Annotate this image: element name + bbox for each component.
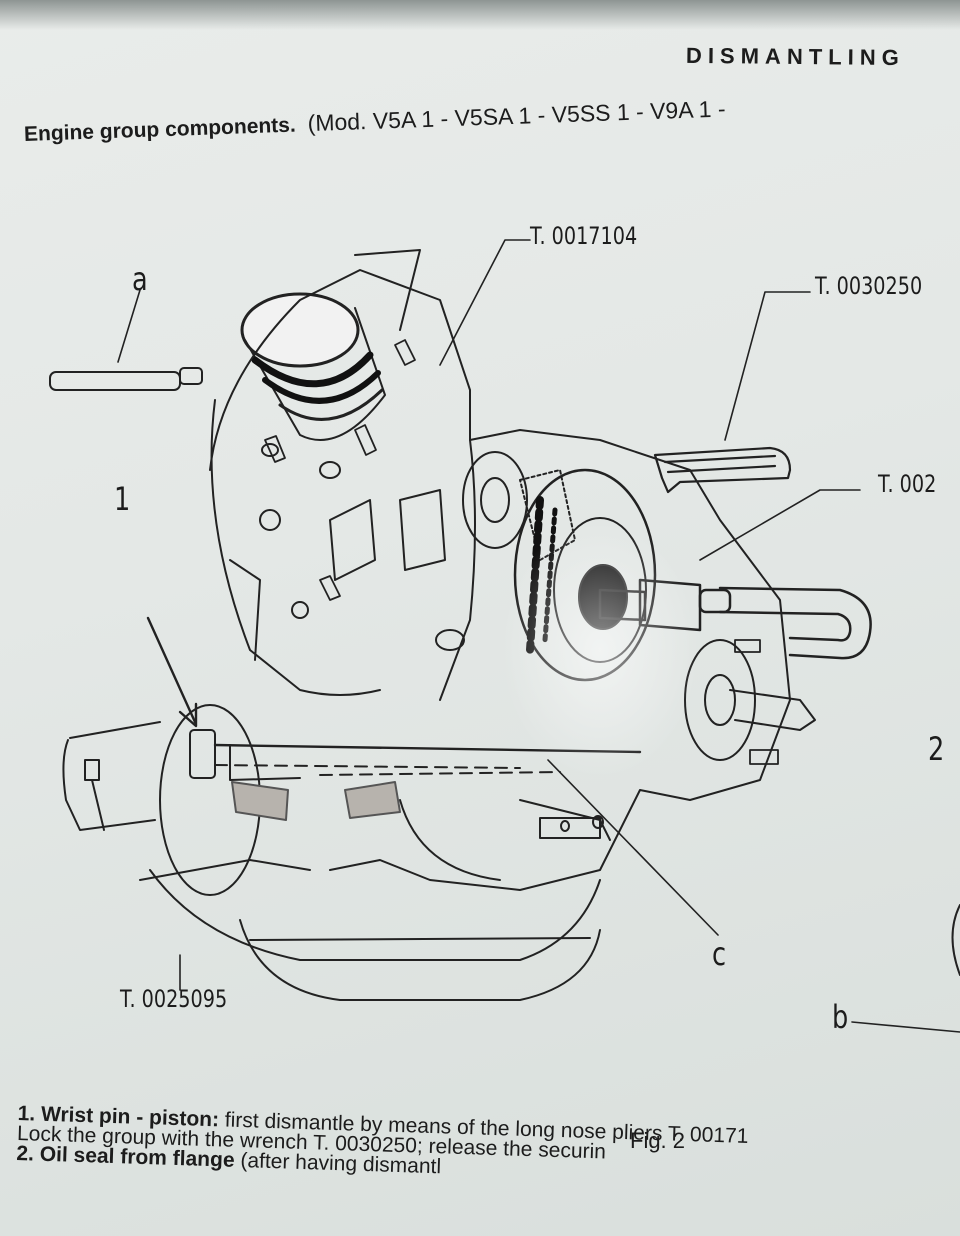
figure-caption: Fig. 2 bbox=[630, 1128, 686, 1153]
label-tool-right-mid: T. 002 bbox=[878, 470, 937, 498]
wrench-icon bbox=[653, 446, 792, 494]
puller-tool-icon bbox=[62, 704, 642, 896]
piston-icon bbox=[240, 292, 386, 441]
label-letter-b: b bbox=[832, 998, 849, 1036]
crankcase-outline bbox=[209, 249, 791, 891]
label-tool-right-upper: T. 0030250 bbox=[815, 272, 923, 300]
stud-bolts bbox=[264, 339, 779, 765]
wrist-pin-icon bbox=[49, 367, 203, 391]
leader-lines bbox=[117, 239, 960, 1033]
label-tool-bottom: T. 0025095 bbox=[120, 985, 228, 1013]
label-letter-a: a bbox=[132, 260, 148, 298]
flywheel-base bbox=[139, 859, 601, 1001]
label-letter-c: c bbox=[712, 935, 727, 973]
arrow-icon bbox=[146, 616, 198, 728]
label-number-2: 2 bbox=[928, 730, 945, 768]
label-tool-top: T. 0017104 bbox=[530, 222, 638, 250]
page-shadow bbox=[0, 0, 960, 30]
edge-part bbox=[951, 904, 960, 976]
label-number-1: 1 bbox=[114, 480, 131, 518]
